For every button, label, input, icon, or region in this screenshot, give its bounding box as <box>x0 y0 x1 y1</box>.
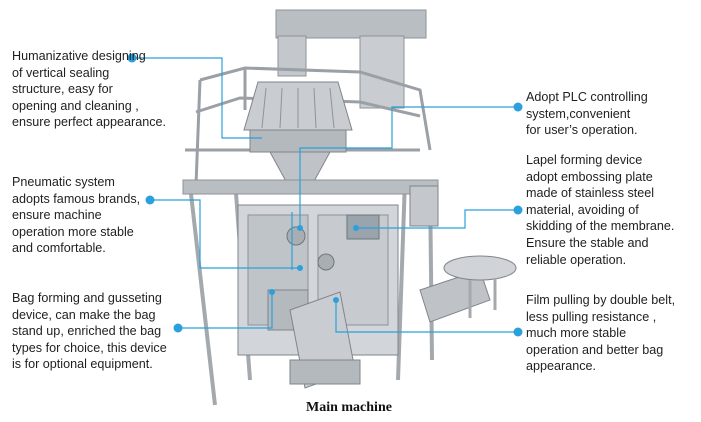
callout-film-pulling: Film pulling by double belt, less pullin… <box>526 293 676 374</box>
target-dot-3 <box>297 265 303 271</box>
output-conveyor <box>289 255 517 389</box>
callout-pneumatic: Pneumatic system adopts famous brands, e… <box>12 175 141 256</box>
target-dot-4 <box>269 289 275 295</box>
target-dot-2 <box>353 225 359 231</box>
callout-plc: Adopt PLC controlling system,convenient … <box>526 90 648 138</box>
callout-dot-bag-forming <box>173 323 183 333</box>
control-panel <box>409 185 439 227</box>
callout-dots <box>127 53 523 337</box>
callout-bag-forming: Bag forming and gusseting device, can ma… <box>12 291 167 372</box>
callout-lines <box>132 57 518 333</box>
callout-dot-vertical-sealing <box>127 53 137 63</box>
bucket-elevator <box>275 9 427 109</box>
callout-dot-plc <box>513 102 523 112</box>
callout-vertical-sealing: Humanizative designing of vertical seali… <box>12 49 167 130</box>
target-dot-1 <box>297 225 303 231</box>
target-dot-5 <box>333 297 339 303</box>
callout-dot-film-pulling <box>513 327 523 337</box>
callout-dot-pneumatic <box>145 195 155 205</box>
callout-lapel: Lapel forming device adopt embossing pla… <box>526 153 675 267</box>
mid-platform <box>182 179 439 195</box>
main-machine-caption: Main machine <box>306 400 392 415</box>
multihead-weigher <box>243 81 353 186</box>
callout-dot-lapel <box>513 205 523 215</box>
